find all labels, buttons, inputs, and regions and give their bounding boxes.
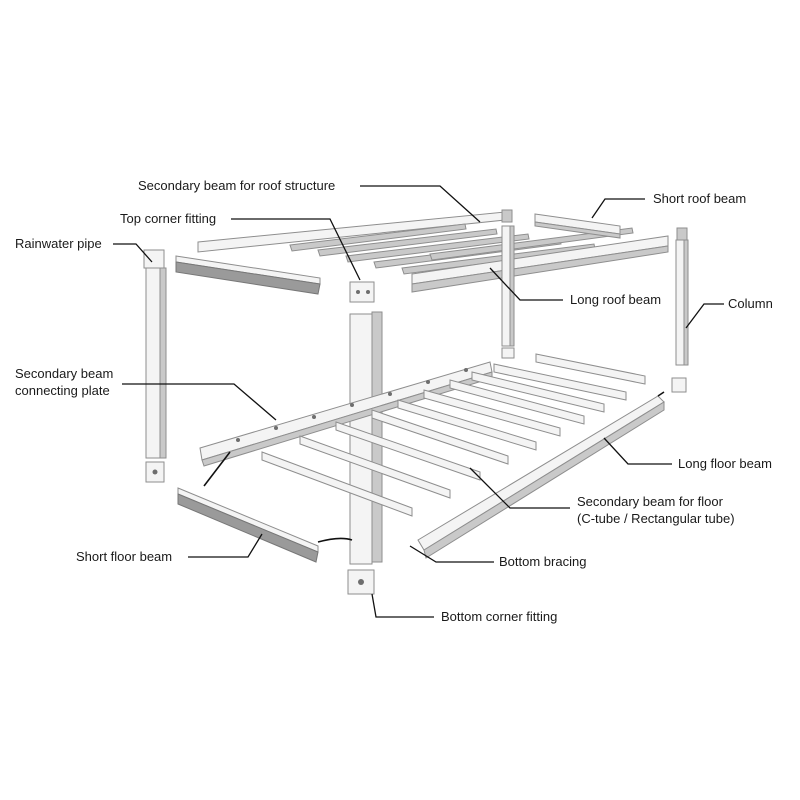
label-rainwater-pipe: Rainwater pipe [15,236,102,251]
secondary-beam-connecting-plate [199,361,493,461]
rainwater-pipe-column [145,267,161,459]
secondary-floor-beams [261,363,627,517]
bottom-corner-fittings [145,461,375,595]
label-secondary-roof-beam: Secondary beam for roof structure [138,178,335,193]
bottom-bracing [317,537,353,543]
label-secondary-beam-plate-line2: connecting plate [15,383,110,398]
right-column [675,239,685,366]
label-column: Column [728,296,773,311]
label-secondary-floor-beam-line2: (C-tube / Rectangular tube) [577,511,735,526]
label-short-roof-beam: Short roof beam [653,191,746,206]
leader-lines [113,185,724,618]
short-floor-beam [177,487,319,553]
label-short-floor-beam: Short floor beam [76,549,172,564]
floor-frame [145,353,665,595]
label-long-floor-beam: Long floor beam [678,456,772,471]
bottom-bracing-left [203,451,231,487]
label-top-corner-fitting: Top corner fitting [120,211,216,226]
label-bottom-corner-fitting: Bottom corner fitting [441,609,557,624]
top-corner-fittings [349,209,688,303]
connecting-plate-holes [236,368,468,442]
label-secondary-floor-beam-line1: Secondary beam for floor [577,494,724,509]
label-bottom-bracing: Bottom bracing [499,554,586,569]
labels: Secondary beam for roof structure Short … [15,178,773,624]
label-long-roof-beam: Long roof beam [570,292,661,307]
roof-frame [175,209,688,303]
label-secondary-beam-plate-line1: Secondary beam [15,366,113,381]
